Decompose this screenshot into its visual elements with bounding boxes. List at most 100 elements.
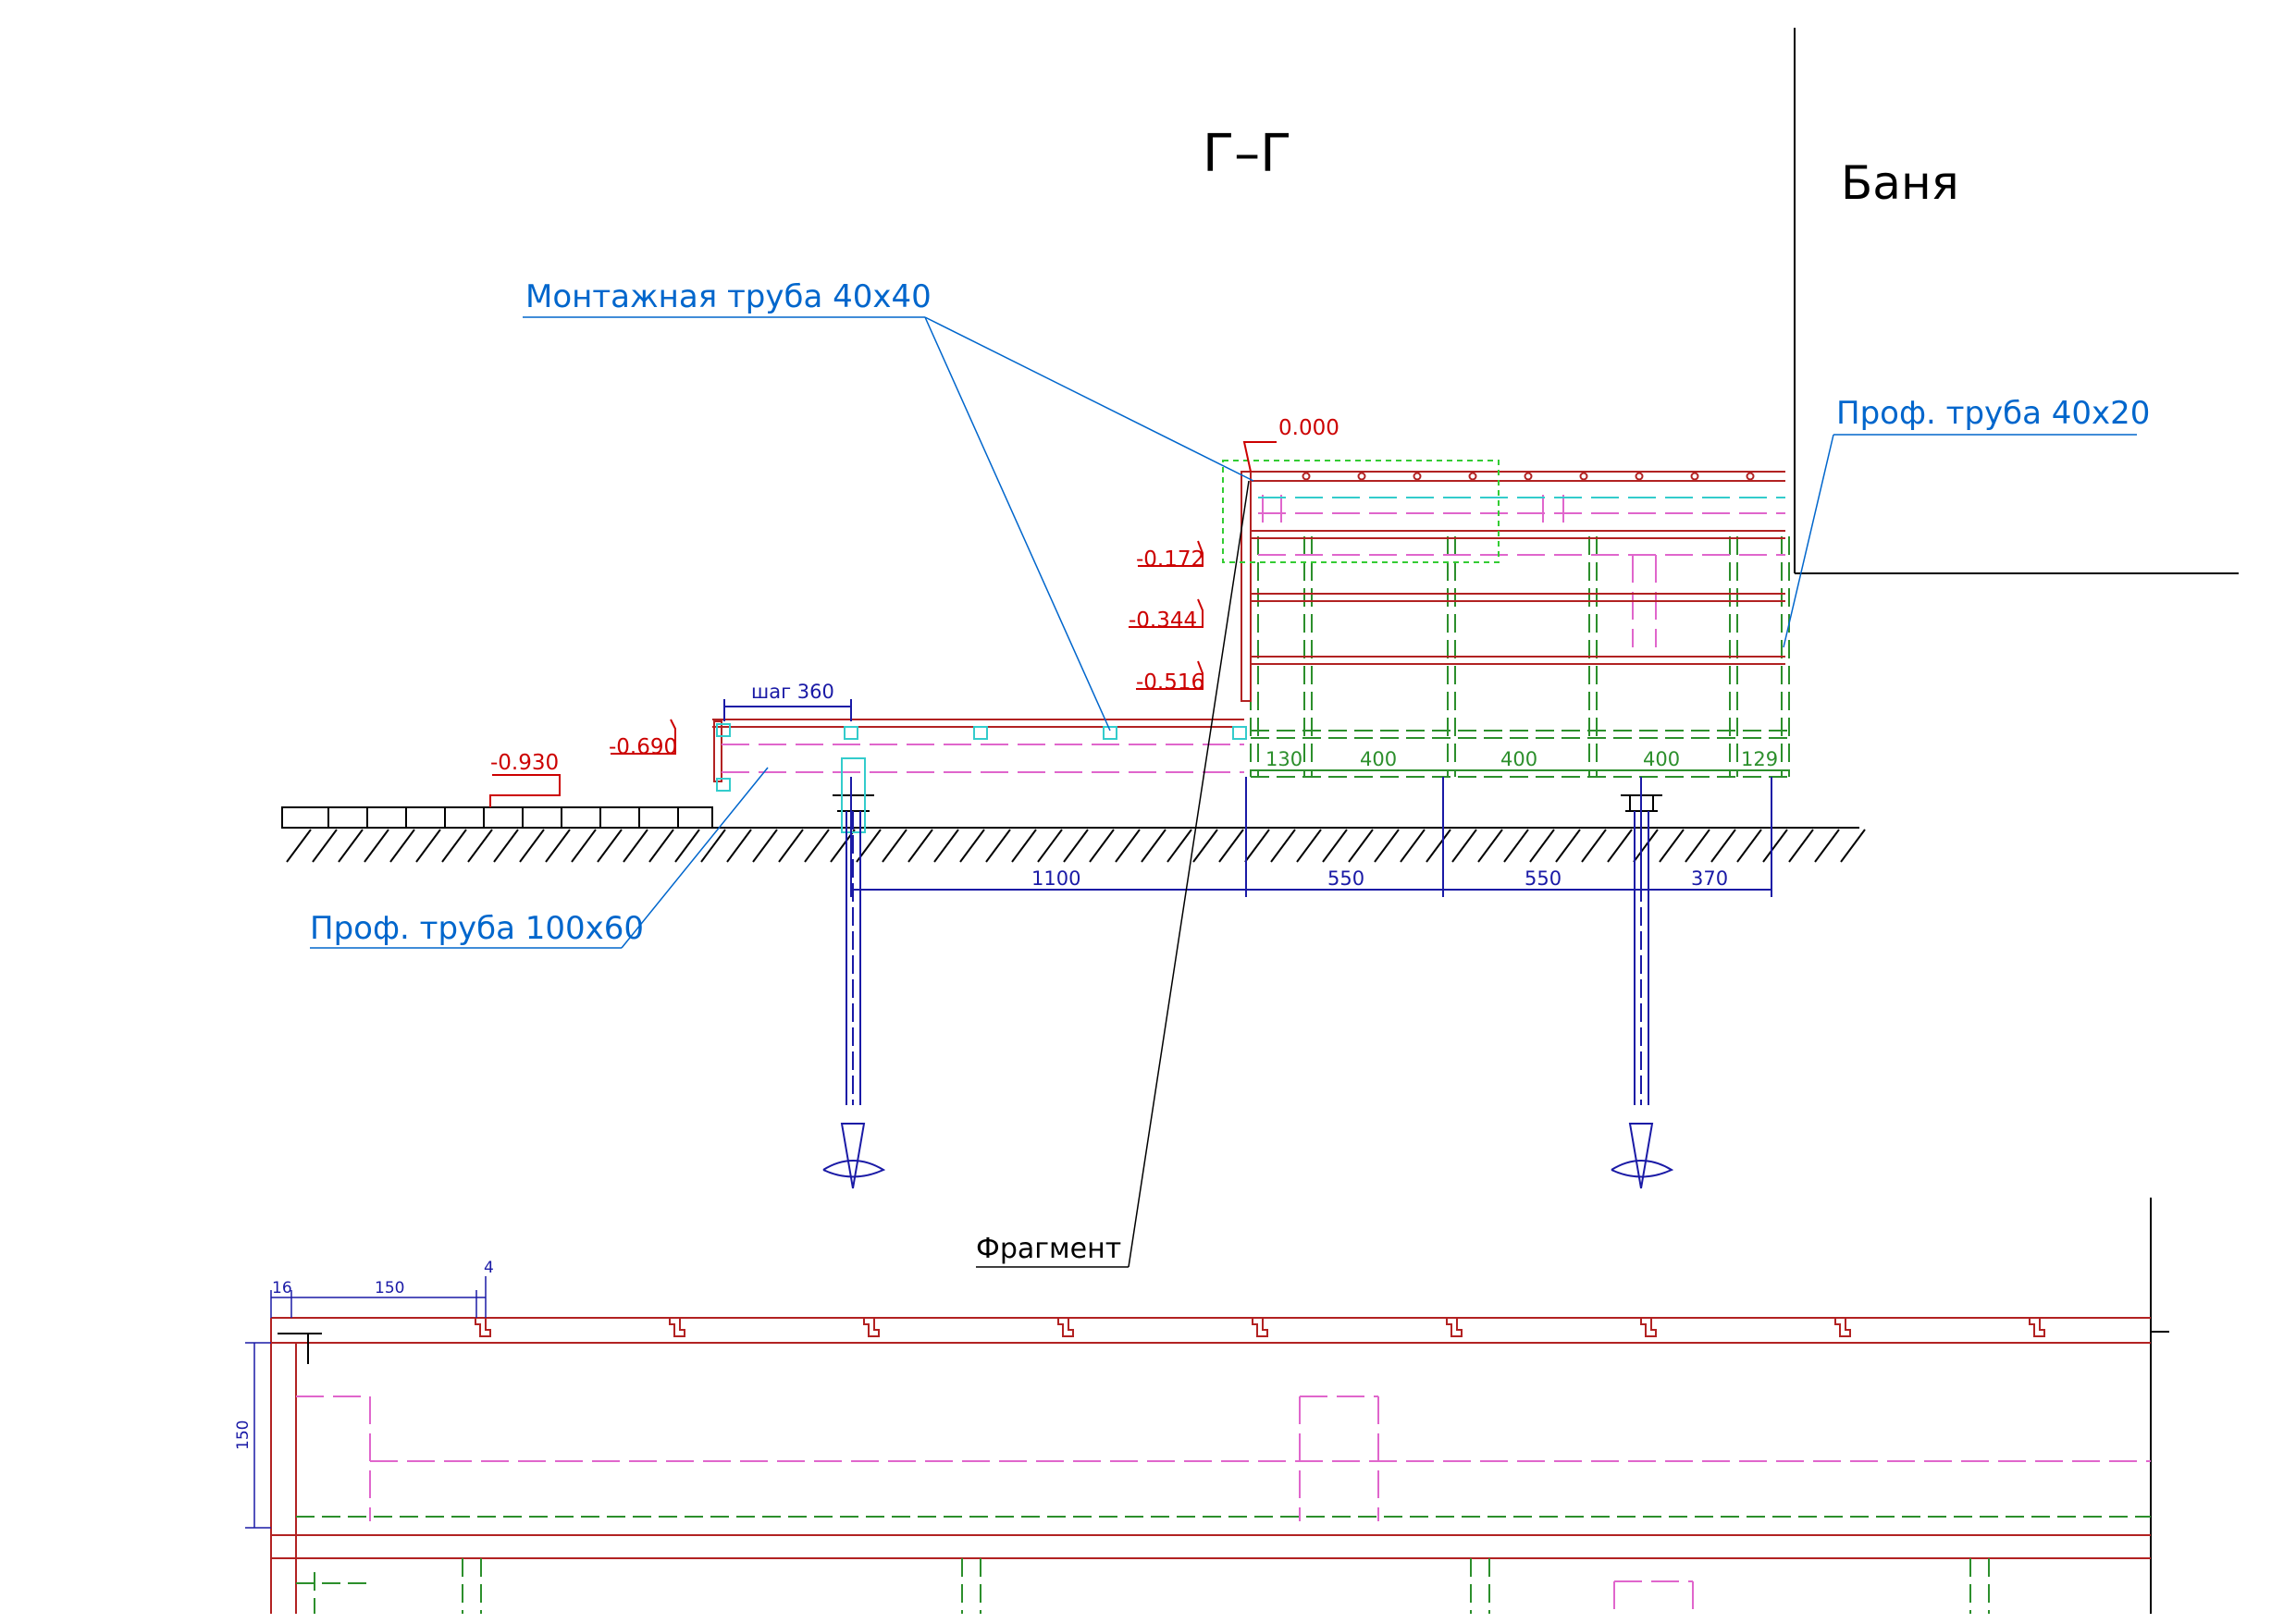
ground-hatch [1762,829,1788,863]
elevation-0172: -0.172 [1136,547,1204,572]
upper-deck [1222,460,1790,778]
ground-hatch [959,829,985,863]
ground-hatch [1400,829,1426,863]
lower-dimension-chain [850,777,1772,897]
deck-screw [1302,472,1311,481]
ground-hatch [985,829,1011,863]
ground-hatch [1451,829,1477,863]
ground-hatch [1555,829,1581,863]
fragment-label: Фрагмент [976,1233,1121,1265]
ground-hatch [648,829,674,863]
ground-hatch [752,829,778,863]
ground-hatch [674,829,700,863]
ground-hatch [338,829,364,863]
ground-hatch [1322,829,1348,863]
elevation-marks [489,441,1277,807]
deck-screw [1413,472,1422,481]
deck-screw [1579,472,1588,481]
dim-400-a: 400 [1360,748,1397,770]
dim-400-c: 400 [1643,748,1680,770]
ground-hatch [1659,829,1685,863]
board-joint [1252,1318,1268,1337]
fragment-detail [270,1198,2169,1614]
callout-prof-pipe-100x60: Проф. труба 100х60 [310,910,644,947]
ground-hatch [1736,829,1762,863]
dim-370: 370 [1691,867,1728,890]
ground-hatch [519,829,545,863]
frag-dim-150: 150 [375,1279,404,1297]
ground-hatch [1607,829,1633,863]
frag-dim-150-vertical: 150 [234,1420,253,1450]
elevation-0000: 0.000 [1278,416,1339,440]
ground-hatch [597,829,623,863]
ground-hatch [804,829,830,863]
dim-550-a: 550 [1327,867,1364,890]
ground-hatch [1840,829,1866,863]
ground-hatch [467,829,493,863]
board-joint [2029,1318,2045,1337]
bath-house-wall [1794,28,2239,574]
ground-hatch [1685,829,1710,863]
paving-blocks [281,806,713,829]
ground-hatch [882,829,907,863]
ground-hatch [1633,829,1659,863]
ground-hatch [1037,829,1063,863]
deck-screw [1746,472,1755,481]
ground-hatch [1115,829,1141,863]
ground-hatch [1477,829,1503,863]
dim-400-b: 400 [1500,748,1537,770]
ground-hatch [700,829,726,863]
ground-hatch [726,829,752,863]
step-label: шаг 360 [751,681,834,703]
fragment-box [1222,460,1500,563]
dim-1100: 1100 [1031,867,1080,890]
callout-leaders [310,316,2137,949]
ground-hatch [1063,829,1089,863]
ground-hatch [364,829,389,863]
board-joint [1446,1318,1463,1337]
board-joint [1640,1318,1657,1337]
deck-screw [1357,472,1366,481]
ground-hatch [1270,829,1296,863]
lower-step [712,719,1247,792]
dim-550-b: 550 [1524,867,1562,890]
ground-hatch [493,829,519,863]
ground-hatch [1374,829,1400,863]
ground-hatch [1788,829,1814,863]
ground-hatch [441,829,467,863]
ground-hatch [778,829,804,863]
ground-hatch [1503,829,1529,863]
ground-hatch [286,829,312,863]
ground-hatch [907,829,933,863]
board-joint [1834,1318,1851,1337]
ground-hatch [1296,829,1322,863]
board-joint [863,1318,880,1337]
ground-hatch [1218,829,1244,863]
ground-line [282,827,1866,863]
ground-hatch [933,829,959,863]
elevation-0690: -0.690 [609,735,677,759]
ground-hatch [389,829,415,863]
ground-hatch [1348,829,1374,863]
ground-hatch [571,829,597,863]
ground-hatch [1141,829,1167,863]
ground-hatch [415,829,441,863]
elevation-0344: -0.344 [1129,609,1197,633]
ground-hatch [1814,829,1840,863]
ground-hatch [1192,829,1218,863]
elevation-0930: -0.930 [490,751,559,775]
deck-screw [1690,472,1699,481]
dim-130: 130 [1265,748,1302,770]
board-joint [475,1318,491,1337]
building-label: Баня [1841,156,1959,210]
step-dimension [723,699,852,721]
frag-dim-16: 16 [272,1279,292,1297]
callout-mounting-pipe: Монтажная труба 40х40 [525,278,932,315]
screw-pile-left [822,757,886,1189]
ground-hatch [1426,829,1451,863]
deck-screw [1468,472,1477,481]
deck-screw [1524,472,1533,481]
ground-hatch [545,829,571,863]
section-title: Г–Г [1203,124,1291,184]
